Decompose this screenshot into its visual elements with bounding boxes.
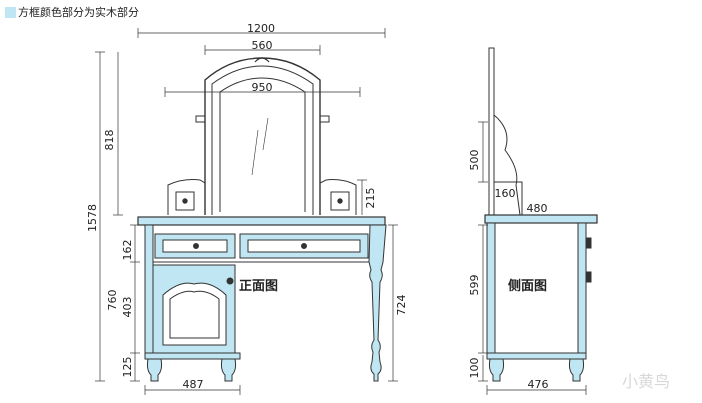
dim-drawer-height: 162 (121, 240, 134, 261)
watermark: 小黄鸟 (622, 372, 671, 391)
dim-total-height: 1578 (86, 204, 99, 232)
dim-cabinet-height: 403 (121, 297, 134, 318)
dim-mirror-frame-width: 560 (252, 39, 273, 52)
dim-side-foot-height: 100 (468, 358, 481, 379)
side-view (478, 47, 598, 395)
dim-cabinet-width: 487 (183, 378, 204, 391)
dim-side-depth-top: 480 (527, 202, 548, 215)
dim-side-depth-bottom: 476 (528, 378, 549, 391)
dim-mirror-height: 818 (103, 130, 116, 151)
legend-text: 方框颜色部分为实木部分 (18, 6, 139, 19)
dim-total-width: 1200 (247, 22, 275, 35)
dim-side-top-depth: 160 (495, 187, 516, 200)
front-view (95, 28, 398, 395)
dim-small-drawer-height: 215 (364, 188, 377, 209)
dim-foot-height: 125 (121, 357, 134, 378)
front-view-label: 正面图 (239, 279, 278, 294)
dim-leg-height: 724 (395, 295, 408, 316)
dim-table-height: 760 (106, 290, 119, 311)
side-view-label: 侧面图 (508, 278, 547, 294)
legend-swatch (5, 7, 16, 18)
dim-side-body-height: 599 (468, 275, 481, 296)
dim-mirror-span: 950 (252, 81, 273, 94)
dim-side-mirror-height: 500 (468, 150, 481, 171)
